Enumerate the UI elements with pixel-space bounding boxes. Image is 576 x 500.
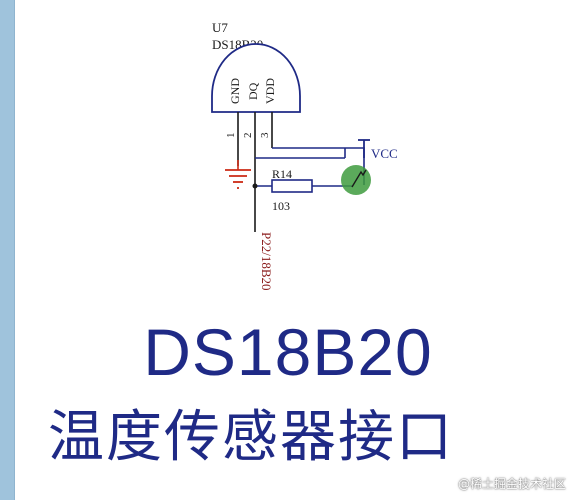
vcc-label: VCC (371, 146, 398, 161)
resistor-ref-label: R14 (272, 167, 292, 181)
dq-junction-dot (252, 183, 258, 189)
pin-number-3: 3 (259, 132, 271, 138)
pin-name-dq: DQ (246, 82, 260, 100)
resistor-value-label: 103 (272, 199, 290, 213)
pin-number-2: 2 (242, 133, 254, 139)
part-ref-label: U7 (212, 20, 228, 35)
schematic-diagram: U7 DS18B20 GND DQ VDD 1 2 3 VCC R14 103 … (211, 20, 398, 291)
page-title: DS18B20 (143, 315, 433, 389)
pointer-icon (351, 169, 367, 188)
pin-name-vdd: VDD (263, 78, 277, 104)
resistor-body (271, 179, 313, 193)
watermark: @稀土掘金技术社区 (457, 477, 566, 491)
sensor-body (211, 43, 301, 113)
pin-number-1: 1 (225, 133, 237, 139)
pin-name-gnd: GND (228, 78, 242, 104)
net-label: P22/18B20 (259, 232, 274, 291)
page-subtitle: 温度传感器接口 (48, 405, 454, 470)
ground-symbol (225, 169, 251, 189)
